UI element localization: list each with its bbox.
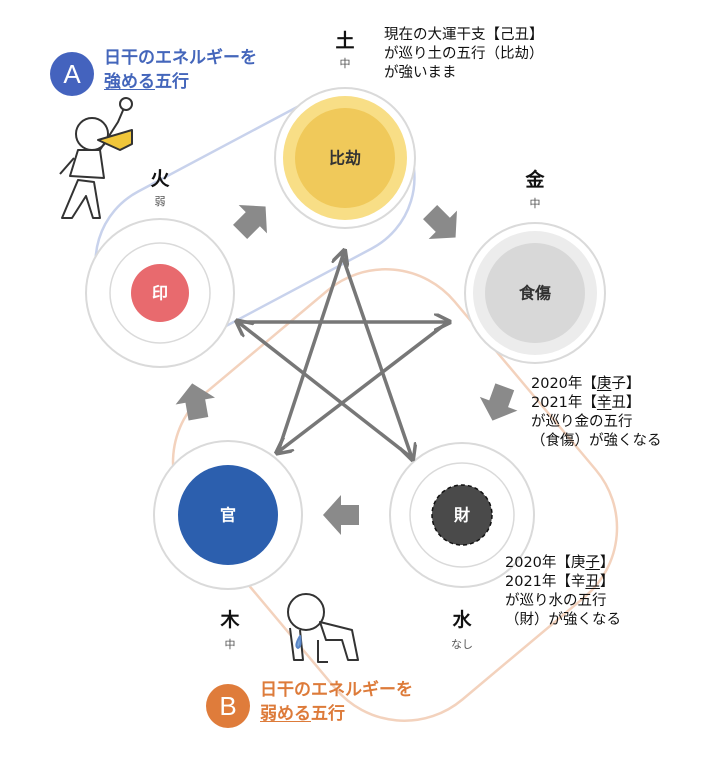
wood-name: 木 — [220, 609, 240, 631]
cycle-arrows — [175, 205, 518, 535]
section-b-badge: B — [206, 684, 250, 728]
wood-circle-label: 官 — [220, 506, 236, 525]
water-note-line-3: が巡り水の五行 — [505, 593, 607, 609]
water-note: 2020年【庚子】 2021年【辛丑】 が巡り水の五行 （財）が強くなる — [505, 554, 621, 630]
metal-note-line-3: が巡り金の五行 — [531, 414, 633, 430]
earth-note: 現在の大運干支【己丑】 が巡り土の五行（比劫） が強いまま — [384, 26, 544, 83]
section-a-title-line-1: 日干のエネルギーを — [104, 48, 257, 68]
metal-note-line-4: （食傷）が強くなる — [531, 433, 662, 449]
control-star — [238, 252, 448, 458]
water-note-line-4: （財）が強くなる — [505, 612, 621, 628]
section-b-title: 日干のエネルギーを 弱める五行 — [260, 678, 413, 726]
water-note-line-2: 2021年【辛丑】 — [505, 574, 615, 590]
fire-strength: 弱 — [154, 195, 166, 208]
element-wood — [153, 440, 303, 590]
water-note-line-1: 2020年【庚子】 — [505, 555, 615, 571]
water-name: 水 — [452, 609, 472, 631]
element-metal — [464, 222, 606, 364]
arrow-wood-to-fire — [175, 383, 216, 421]
star-line-water-to-fire — [238, 322, 414, 460]
water-circle-label: 財 — [454, 506, 470, 525]
metal-note-line-1: 2020年【庚子】 — [531, 376, 641, 392]
cheering-person-illustration — [59, 97, 133, 219]
fire-name: 火 — [150, 168, 170, 190]
earth-circle-label: 比劫 — [329, 149, 361, 168]
earth-name: 土 — [335, 30, 355, 52]
metal-strength: 中 — [529, 197, 541, 210]
metal-name: 金 — [525, 169, 545, 191]
water-strength: なし — [451, 638, 473, 651]
section-a-title: 日干のエネルギーを 強める五行 — [104, 46, 257, 94]
element-water — [389, 442, 535, 588]
section-b-title-line-2: 弱める五行 — [260, 704, 345, 724]
star-line-earth-to-water — [340, 254, 412, 458]
region-b-outline — [171, 268, 619, 722]
star-line-metal-to-wood — [278, 320, 450, 452]
earth-note-line: が強いまま — [384, 65, 457, 81]
earth-strength: 中 — [339, 57, 351, 70]
element-earth — [274, 87, 416, 229]
section-a-title-line-2: 強める五行 — [104, 72, 189, 92]
fire-circle-label: 印 — [152, 284, 168, 303]
earth-note-line: 現在の大運干支【己丑】 — [384, 27, 544, 43]
arrow-earth-to-metal — [423, 205, 457, 239]
arrow-water-to-wood — [323, 495, 359, 535]
section-a-badge: A — [50, 52, 94, 96]
metal-note-line-2: 2021年【辛丑】 — [531, 395, 641, 411]
earth-note-line: が巡り土の五行（比劫） — [384, 46, 544, 62]
element-fire — [85, 218, 235, 368]
metal-note: 2020年【庚子】 2021年【辛丑】 が巡り金の五行 （食傷）が強くなる — [531, 375, 662, 451]
star-line-wood-to-earth — [276, 252, 344, 453]
metal-circle-label: 食傷 — [518, 284, 551, 303]
arrow-fire-to-earth — [233, 205, 267, 239]
crying-person-illustration — [287, 593, 359, 663]
arrow-metal-to-water — [479, 383, 518, 421]
section-b-title-line-1: 日干のエネルギーを — [260, 680, 413, 700]
wood-strength: 中 — [224, 638, 236, 651]
